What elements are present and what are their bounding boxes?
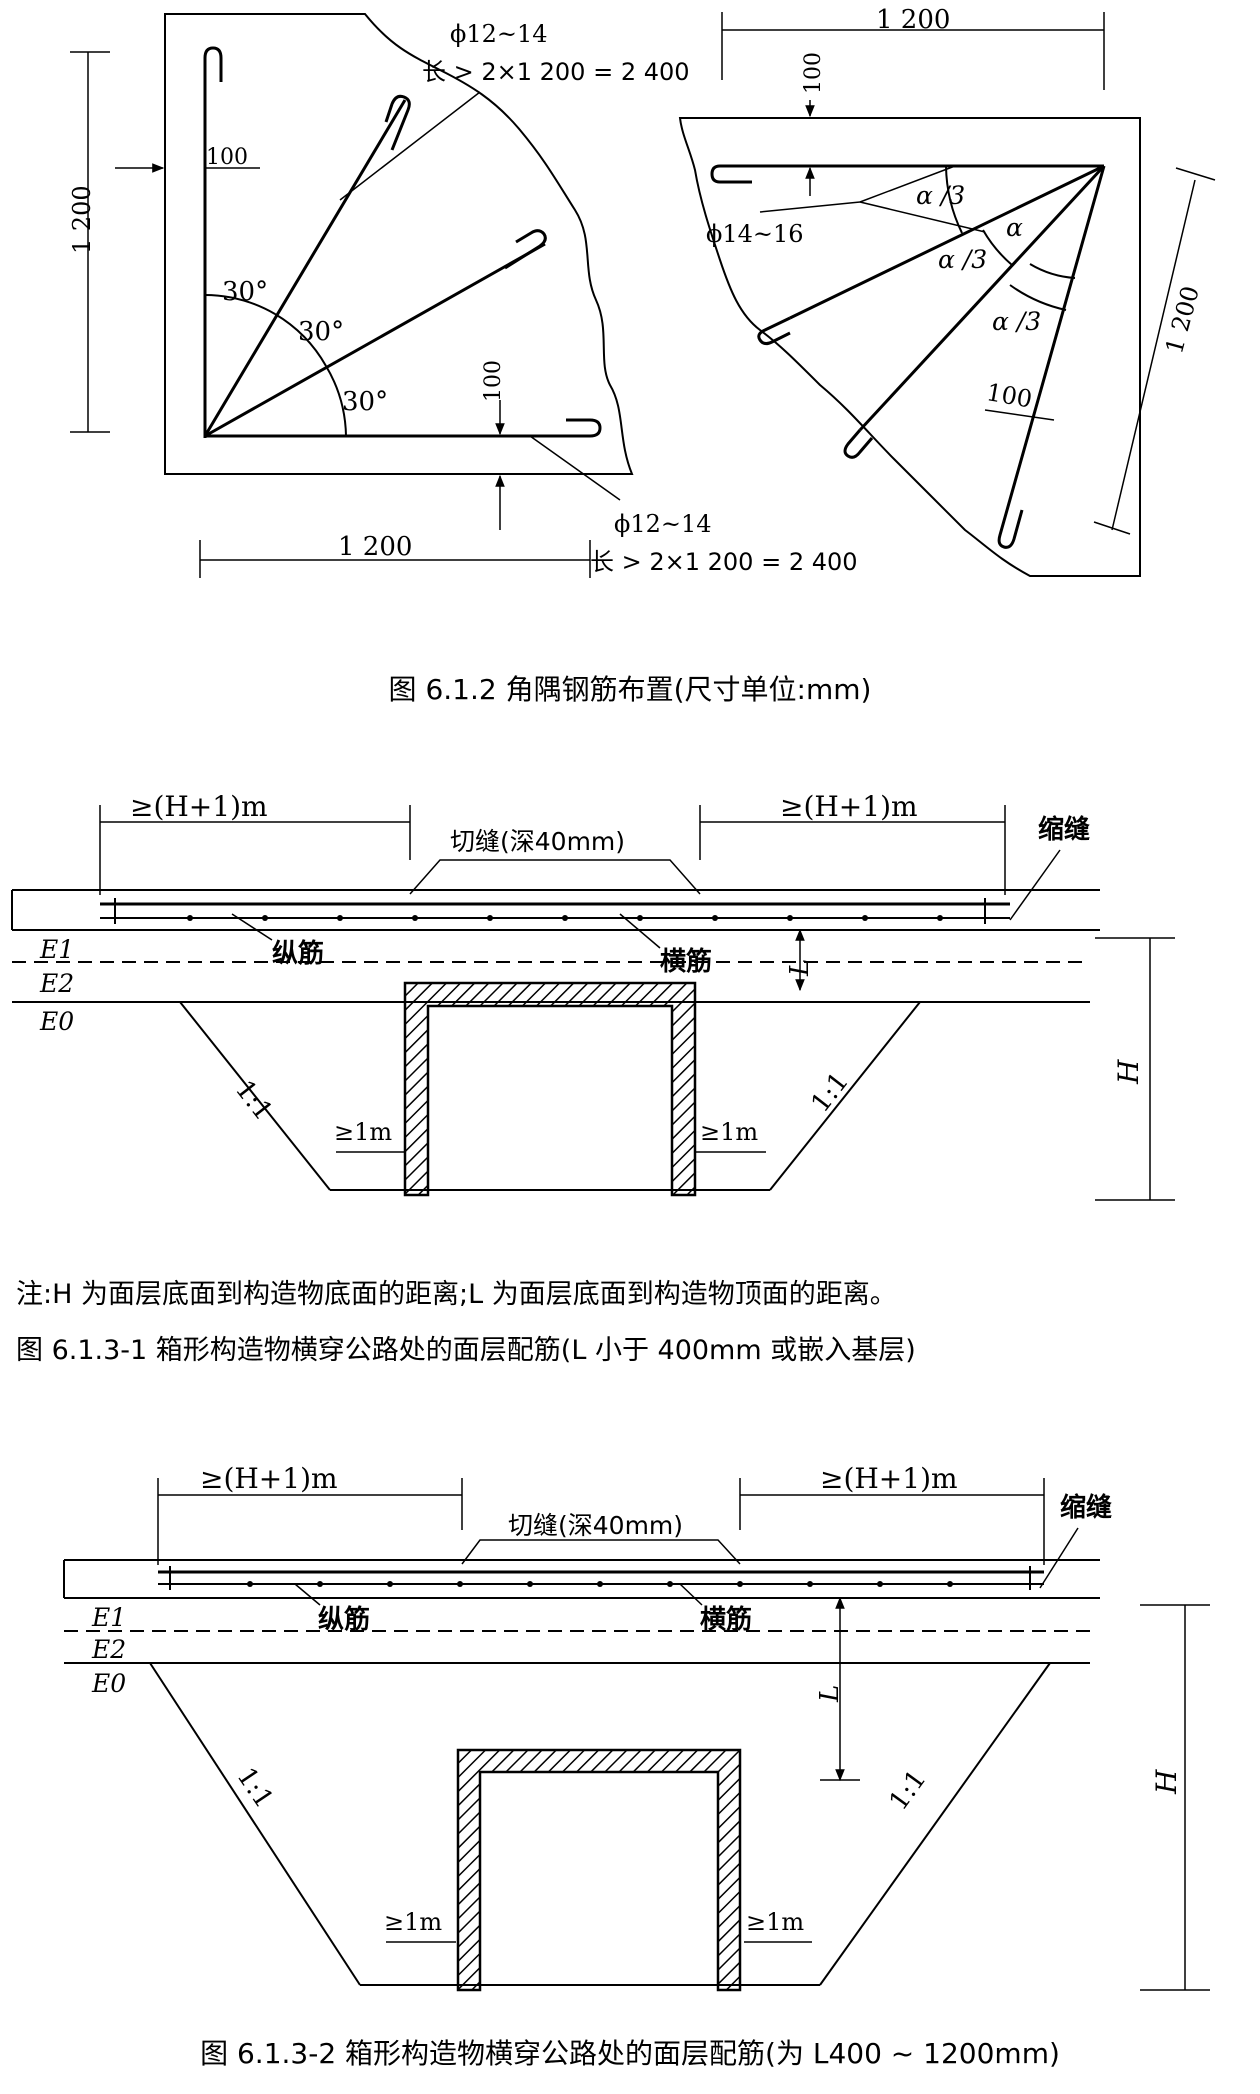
left-bar-spec-bottom: ϕ12~14 (614, 510, 712, 538)
right-inclined-bar (997, 165, 1106, 549)
fig2-dim-right: ≥(H+1)m (780, 790, 918, 823)
box-culvert-shallow-structure (403, 981, 697, 1197)
fig3-slope-left: 1:1 (231, 1762, 279, 1813)
fig2-layer-e1: E1 (39, 935, 74, 964)
right-cover-top: 100 (801, 52, 826, 94)
corner-rebar-right (678, 12, 1216, 577)
fig3-layer-e2: E2 (91, 1635, 126, 1664)
fig2-trans-bar: 横筋 (660, 946, 712, 977)
left-angle-3: 30° (342, 387, 388, 417)
fig3-dim-L: L (815, 1685, 845, 1703)
left-vertical-bar (203, 46, 223, 438)
box-culvert-shallow (11, 805, 1175, 1201)
fig2-clear-left: ≥1m (334, 1118, 392, 1146)
left-cover-bottom: 100 (481, 360, 506, 402)
left-cover-top: 100 (206, 145, 248, 170)
left-dim-horizontal: 1 200 (338, 532, 412, 562)
box-culvert-deep-labels: ≥(H+1)m ≥(H+1)m 切缝(深40mm) 缩缝 纵筋 横筋 E1 E2… (91, 1462, 1183, 1936)
fig3-caption: 图 6.1.3-2 箱形构造物横穿公路处的面层配筋(为 L400 ~ 1200m… (200, 2037, 1060, 2070)
rebar-dots-fig3 (247, 1581, 953, 1587)
corner-rebar-left-labels: 1 200 1 200 100 100 30° 30° 30° ϕ12~14 长… (68, 20, 858, 576)
right-angle-a3-2: α /3 (938, 245, 987, 274)
fig3-layer-e0: E0 (91, 1669, 126, 1698)
left-angle-1: 30° (222, 277, 268, 307)
fig3-dim-left: ≥(H+1)m (200, 1462, 338, 1495)
fig2-cut-joint: 切缝(深40mm) (450, 827, 625, 856)
fig2-note: 注:H 为面层底面到构造物底面的距离;L 为面层底面到构造物顶面的距离。 (16, 1279, 897, 1310)
right-dim-side: 1 200 (1160, 283, 1205, 357)
fig3-clear-right: ≥1m (746, 1908, 804, 1936)
left-slab-outline (164, 13, 634, 475)
box-culvert-deep-structure (456, 1748, 742, 1992)
fig3-dim-right: ≥(H+1)m (820, 1462, 958, 1495)
left-bar-length-bottom: 长 > 2×1 200 = 2 400 (590, 548, 858, 576)
right-top-bar (710, 164, 1104, 184)
left-bar-length-top: 长 > 2×1 200 = 2 400 (422, 58, 690, 86)
left-dim-vertical: 1 200 (68, 185, 96, 254)
fig2-layer-e0: E0 (39, 1007, 74, 1036)
fig3-long-bar: 纵筋 (318, 1604, 370, 1635)
fig2-slope-right: 1:1 (806, 1067, 855, 1118)
box-culvert-deep (63, 1478, 1210, 1991)
right-bar-spec: ϕ14~16 (706, 220, 804, 248)
fig3-shrink-joint: 缩缝 (1060, 1492, 1112, 1523)
right-angle-a: α (1006, 213, 1023, 242)
right-cover-side: 100 (984, 378, 1034, 414)
fig3-layer-e1: E1 (91, 1603, 126, 1632)
rebar-dots-fig2 (187, 915, 943, 921)
fig2-slope-left: 1:1 (229, 1075, 278, 1126)
fig1-caption: 图 6.1.2 角隅钢筋布置(尺寸单位:mm) (388, 673, 872, 706)
fig2-layer-e2: E2 (39, 969, 74, 998)
left-bar-spec-top: ϕ12~14 (450, 20, 548, 48)
fig3-slope-right: 1:1 (884, 1765, 933, 1816)
left-horizontal-bar (205, 418, 602, 438)
fig2-dim-H: H (1112, 1059, 1145, 1085)
box-culvert-shallow-labels: ≥(H+1)m ≥(H+1)m 切缝(深40mm) 缩缝 纵筋 横筋 E1 E2… (39, 790, 1145, 1146)
fig2-clear-right: ≥1m (700, 1118, 758, 1146)
right-dim-top: 1 200 (876, 5, 950, 35)
fig3-clear-left: ≥1m (384, 1908, 442, 1936)
fig2-dim-left: ≥(H+1)m (130, 790, 268, 823)
right-angle-a3-1: α /3 (916, 181, 965, 210)
corner-rebar-right-labels: 1 200 1 200 100 100 ϕ14~16 α /3 α /3 α α… (706, 5, 1205, 414)
fig2-long-bar: 纵筋 (272, 938, 324, 969)
fig3-cut-joint: 切缝(深40mm) (508, 1511, 683, 1540)
corner-rebar-left (70, 13, 634, 578)
left-angle-2: 30° (298, 317, 344, 347)
fig3-trans-bar: 横筋 (700, 1604, 752, 1635)
fig3-dim-H: H (1150, 1769, 1183, 1795)
right-slab-outline (678, 117, 1141, 577)
left-diagonal-bar-60 (203, 99, 407, 437)
right-angle-a3-3: α /3 (992, 307, 1041, 336)
fig2-caption: 图 6.1.3-1 箱形构造物横穿公路处的面层配筋(L 小于 400mm 或嵌入… (16, 1335, 916, 1366)
fig2-shrink-joint: 缩缝 (1038, 814, 1090, 845)
left-diagonal-bar-30 (204, 242, 546, 438)
fig2-dim-L: L (785, 959, 815, 977)
